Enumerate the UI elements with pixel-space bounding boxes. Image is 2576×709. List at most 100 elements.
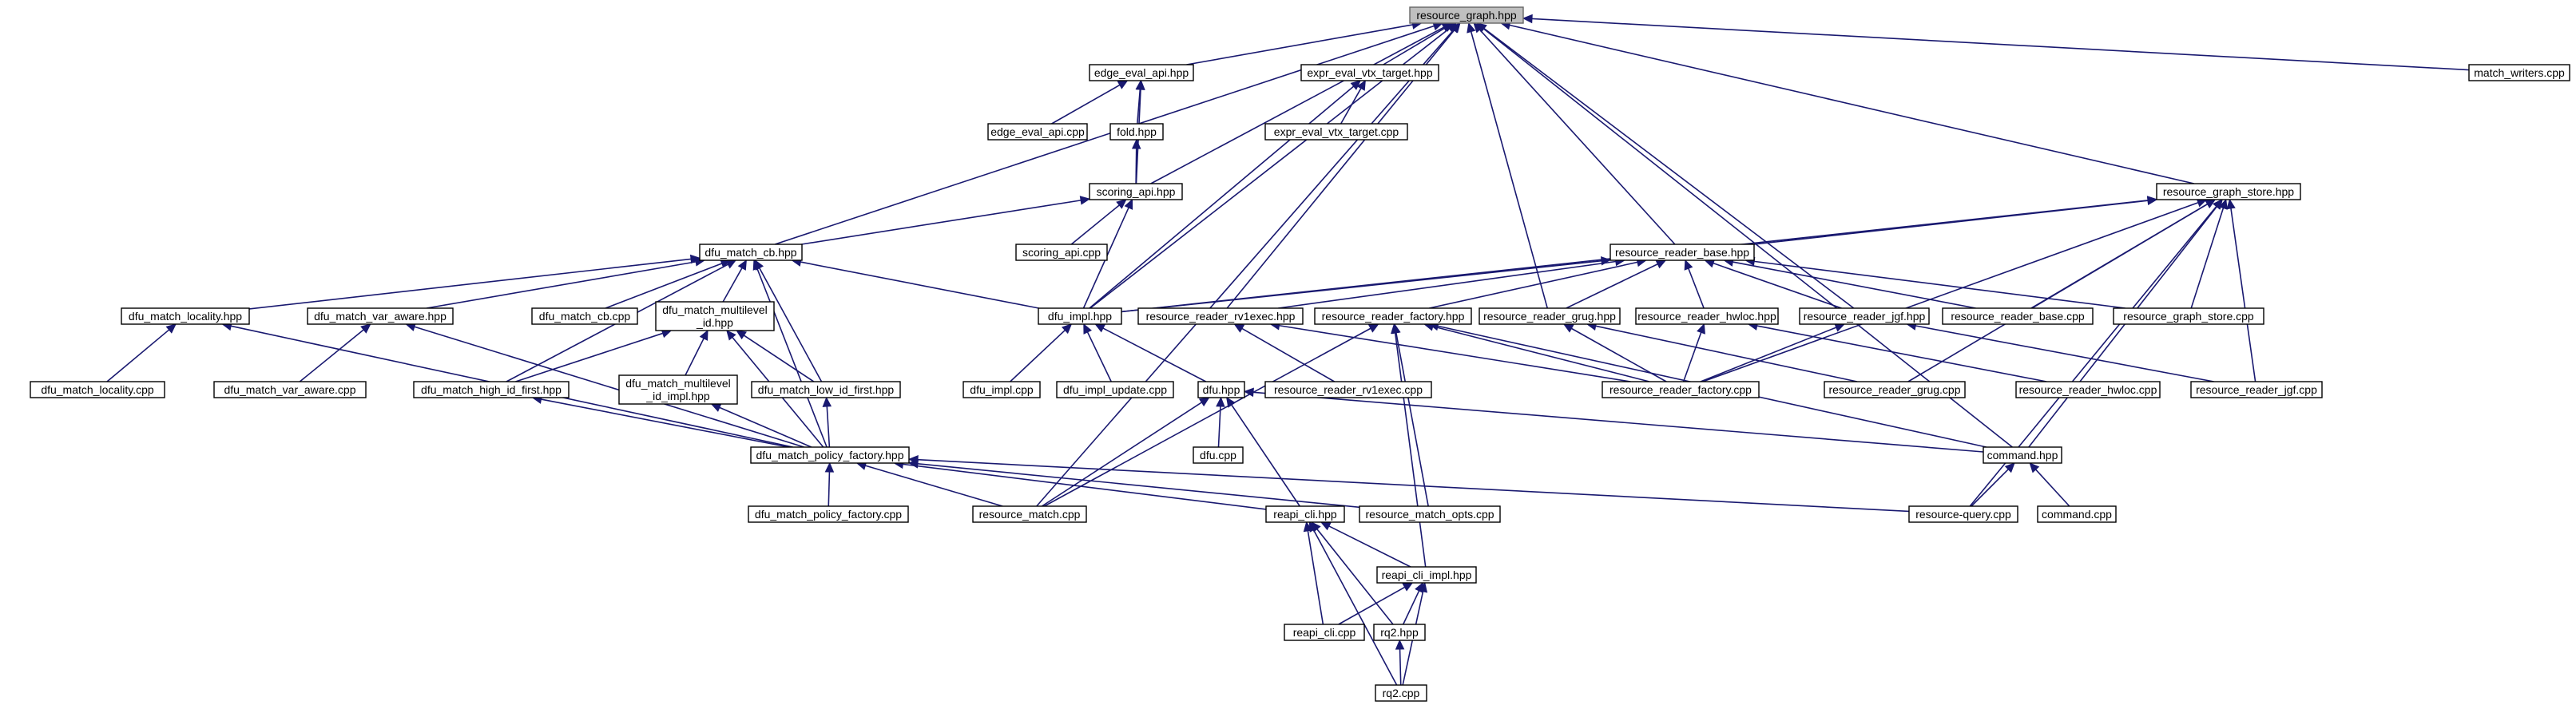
node-resource-graph-store-cpp[interactable]: resource_graph_store.cpp: [2113, 307, 2264, 325]
node-scoring-api-cpp[interactable]: scoring_api.cpp: [1015, 244, 1108, 261]
node-label: dfu_match_policy_factory.cpp: [755, 508, 902, 521]
node-dfu-match-high-id-first[interactable]: dfu_match_high_id_first.hpp: [413, 381, 570, 398]
node-label: resource_reader_jgf.hpp: [1804, 310, 1926, 323]
node-dfu-cpp[interactable]: dfu.cpp: [1193, 446, 1244, 464]
node-resource-reader-base-cpp[interactable]: resource_reader_base.cpp: [1942, 307, 2094, 325]
arrowhead-icon: [1475, 22, 1487, 33]
node-rq2-cpp[interactable]: rq2.cpp: [1375, 684, 1427, 702]
edge-line: [1086, 331, 1112, 382]
edge-dfu-impl-cpp-to-dfu-impl: [1010, 323, 1073, 382]
edge-line: [605, 263, 723, 309]
node-box: [2113, 307, 2264, 325]
edge-resource-graph-store-to-resource-graph: [1499, 20, 2195, 184]
node-match-writers[interactable]: match_writers.cpp: [2468, 64, 2570, 81]
node-resource-reader-grug-cpp[interactable]: resource_reader_grug.cpp: [1824, 381, 1966, 398]
node-dfu-match-policy-factory-cpp[interactable]: dfu_match_policy_factory.cpp: [748, 505, 909, 523]
node-dfu-match-low-id-first[interactable]: dfu_match_low_id_first.hpp: [751, 381, 901, 398]
edge-line: [1688, 267, 1705, 309]
node-resource-query-cpp[interactable]: resource-query.cpp: [1908, 505, 2018, 523]
edge-line: [1278, 260, 1616, 309]
node-dfu-impl[interactable]: dfu_impl.hpp: [1038, 307, 1122, 325]
node-box: [1602, 381, 1760, 398]
node-box: [2015, 381, 2161, 398]
node-dfu[interactable]: dfu.hpp: [1197, 381, 1245, 398]
node-resource-reader-rv1exec[interactable]: resource_reader_rv1exec.hpp: [1137, 307, 1304, 325]
node-edge-eval-api-cpp[interactable]: edge_eval_api.cpp: [987, 123, 1088, 141]
node-resource-reader-base[interactable]: resource_reader_base.hpp: [1610, 244, 1755, 261]
node-resource-reader-grug[interactable]: resource_reader_grug.hpp: [1479, 307, 1621, 325]
node-resource-reader-factory[interactable]: resource_reader_factory.hpp: [1314, 307, 1472, 325]
edge-line: [426, 261, 697, 309]
edge-resource-reader-base-cpp-to-resource-reader-base: [1723, 257, 1976, 309]
edge-dfu-match-policy-factory-to-dfu-match-var-aware: [405, 322, 804, 448]
arrowhead-icon: [2029, 462, 2040, 473]
edge-line: [1231, 404, 1300, 507]
edge-line: [759, 267, 823, 382]
edge-resource-match-cpp-to-dfu: [1041, 397, 1210, 507]
node-reapi-cli-impl[interactable]: reapi_cli_impl.hpp: [1376, 566, 1477, 584]
node-command-cpp[interactable]: command.cpp: [2037, 505, 2117, 523]
edge-line: [1756, 325, 2047, 382]
node-reapi-cli-cpp[interactable]: reapi_cli.cpp: [1284, 624, 1365, 641]
node-scoring-api[interactable]: scoring_api.hpp: [1089, 183, 1183, 200]
edge-scoring-api-cpp-to-scoring-api: [1070, 199, 1127, 245]
node-dfu-impl-update-cpp[interactable]: dfu_impl_update.cpp: [1056, 381, 1174, 398]
node-resource-reader-jgf[interactable]: resource_reader_jgf.hpp: [1799, 307, 1930, 325]
edge-line: [1328, 525, 1411, 568]
edge-dfu-match-policy-factory-to-dfu-match-low-id-first: [822, 396, 832, 448]
node-expr-eval-vtx-target-cpp[interactable]: expr_eval_vtx_target.cpp: [1264, 123, 1408, 141]
node-resource-match-opts-cpp[interactable]: resource_match_opts.cpp: [1359, 505, 1501, 523]
node-dfu-match-cb[interactable]: dfu_match_cb.hpp: [699, 244, 803, 261]
edge-dfu-match-locality-to-dfu-match-cb: [248, 254, 701, 310]
node-rq2-hpp[interactable]: rq2.hpp: [1373, 624, 1426, 641]
node-resource-match-cpp[interactable]: resource_match.cpp: [972, 505, 1087, 523]
node-dfu-match-locality-cpp[interactable]: dfu_match_locality.cpp: [30, 381, 165, 398]
arrowhead-icon: [1216, 396, 1225, 407]
node-box: [1610, 244, 1755, 261]
node-dfu-match-var-aware[interactable]: dfu_match_var_aware.hpp: [307, 307, 454, 325]
edge-dfu-match-multilevel-id-impl-to-dfu-match-multilevel-id: [685, 329, 708, 376]
node-box: [748, 505, 909, 523]
node-resource-graph[interactable]: resource_graph.hpp: [1409, 6, 1524, 24]
node-expr-eval-vtx-target[interactable]: expr_eval_vtx_target.hpp: [1300, 64, 1439, 81]
arrowhead-icon: [1562, 323, 1574, 333]
node-dfu-match-var-aware-cpp[interactable]: dfu_match_var_aware.cpp: [213, 381, 367, 398]
edge-line: [1915, 325, 2214, 382]
node-dfu-match-locality[interactable]: dfu_match_locality.hpp: [121, 307, 250, 325]
node-box: [30, 381, 165, 398]
arrowhead-icon: [726, 330, 736, 341]
edge-line: [1135, 148, 1137, 184]
node-fold[interactable]: fold.hpp: [1109, 123, 1164, 141]
node-dfu-match-policy-factory[interactable]: dfu_match_policy_factory.hpp: [750, 446, 910, 464]
node-command[interactable]: command.hpp: [1983, 446, 2062, 464]
node-label: dfu.cpp: [1200, 449, 1236, 461]
node-label: scoring_api.hpp: [1097, 185, 1176, 198]
arrowhead-icon: [1367, 323, 1379, 333]
node-resource-reader-hwloc-cpp[interactable]: resource_reader_hwloc.cpp: [2015, 381, 2161, 398]
edge-resource-match-cpp-to-resource-reader-factory: [1043, 323, 1379, 507]
node-resource-reader-rv1exec-cpp[interactable]: resource_reader_rv1exec.cpp: [1264, 381, 1432, 398]
edge-line: [106, 329, 170, 382]
node-dfu-match-multilevel-id[interactable]: dfu_match_multilevel_id.hpp: [655, 301, 775, 331]
node-box: [655, 301, 775, 331]
node-resource-reader-hwloc[interactable]: resource_reader_hwloc.hpp: [1635, 307, 1779, 325]
node-dfu-match-multilevel-id-impl[interactable]: dfu_match_multilevel_id_impl.hpp: [618, 374, 738, 405]
edge-line: [1041, 402, 1202, 507]
edge-line: [1338, 586, 1406, 625]
node-box: [2468, 64, 2570, 81]
edge-rq2-cpp-to-reapi-cli: [1308, 521, 1398, 686]
node-box: [1264, 381, 1432, 398]
node-reapi-cli[interactable]: reapi_cli.hpp: [1265, 505, 1345, 523]
node-edge-eval-api[interactable]: edge_eval_api.hpp: [1089, 64, 1194, 81]
arrowhead-icon: [1655, 259, 1667, 269]
node-label: dfu_match_high_id_first.hpp: [421, 383, 562, 396]
node-resource-graph-store[interactable]: resource_graph_store.hpp: [2156, 183, 2301, 200]
node-box: [2190, 381, 2323, 398]
node-resource-reader-factory-cpp[interactable]: resource_reader_factory.cpp: [1602, 381, 1760, 398]
node-box: [307, 307, 454, 325]
arrowhead-icon: [1391, 323, 1400, 335]
node-dfu-match-cb-cpp[interactable]: dfu_match_cb.cpp: [531, 307, 638, 325]
node-box: [1479, 307, 1621, 325]
node-dfu-impl-cpp[interactable]: dfu_impl.cpp: [963, 381, 1041, 398]
node-resource-reader-jgf-cpp[interactable]: resource_reader_jgf.cpp: [2190, 381, 2323, 398]
